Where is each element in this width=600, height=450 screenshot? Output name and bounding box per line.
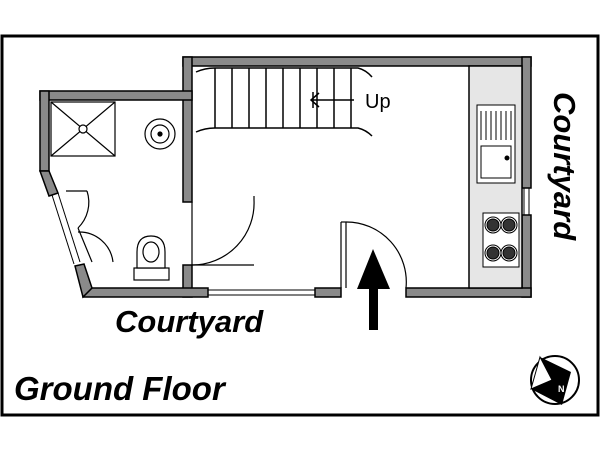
stairs-up-label: Up (365, 91, 391, 113)
angled-wall-lower (74, 263, 93, 299)
sink-icon (476, 104, 516, 184)
shower-icon (50, 101, 116, 157)
compass-icon: N (530, 355, 580, 405)
cooktop-icon (482, 212, 520, 268)
right-window (523, 188, 530, 215)
courtyard-label-right: Courtyard (547, 92, 582, 241)
stairs-up-arrow (309, 92, 354, 108)
bath-door (66, 190, 114, 263)
walls (39, 56, 532, 298)
entrance-arrow-icon (357, 249, 390, 330)
toilet-icon (133, 235, 170, 281)
entrance-door (340, 221, 407, 289)
washbasin-icon (144, 118, 176, 150)
bathroom-door-swing (191, 196, 255, 266)
bath-window (51, 192, 81, 265)
courtyard-label-bottom: Courtyard (115, 304, 264, 339)
compass-label: N (558, 384, 565, 394)
bottom-window (208, 289, 315, 296)
floor-title: Ground Floor (14, 370, 227, 407)
staircase (195, 67, 373, 137)
